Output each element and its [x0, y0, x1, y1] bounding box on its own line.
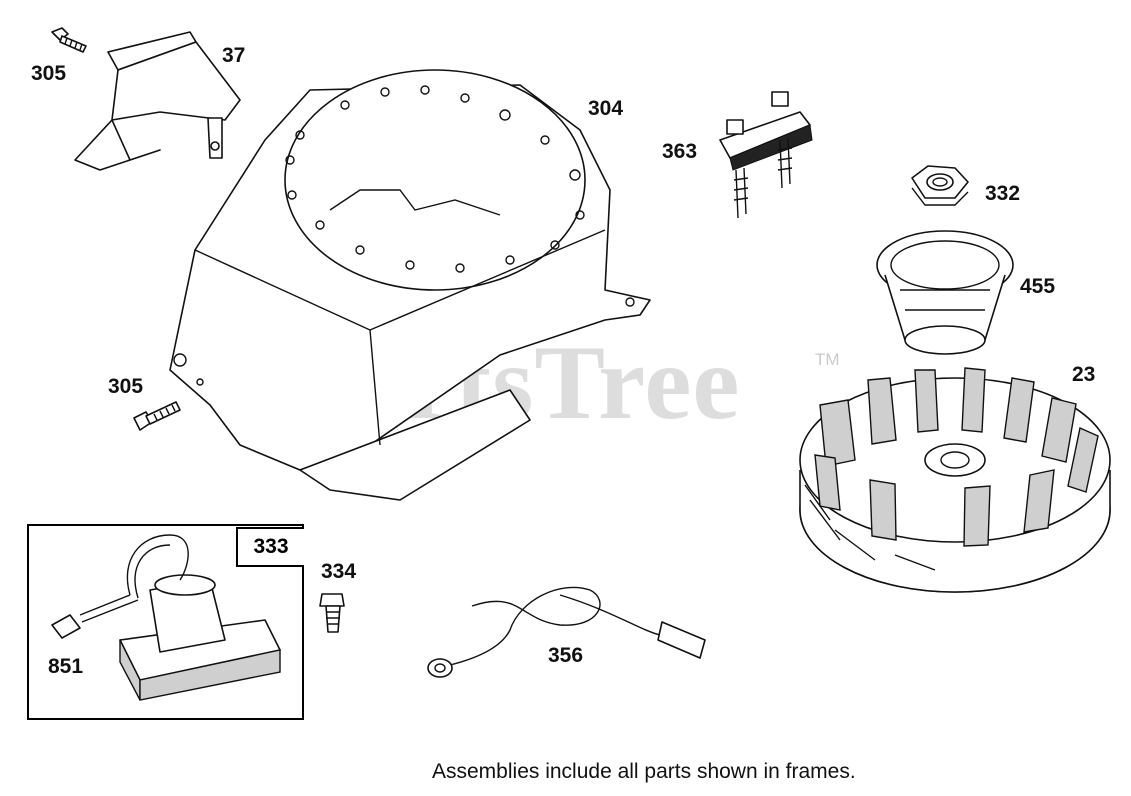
nut-332-part[interactable]	[911, 165, 969, 206]
bracket-363-part[interactable]	[719, 91, 813, 219]
frame-label-333[interactable]: 333	[236, 527, 304, 567]
screw-305-top-part[interactable]	[51, 27, 87, 53]
baffle-37-part[interactable]	[74, 31, 241, 171]
callout-305-left[interactable]: 305	[108, 375, 144, 398]
callout-356[interactable]: 356	[548, 644, 584, 667]
callout-37[interactable]: 37	[222, 44, 246, 67]
callout-332[interactable]: 332	[985, 182, 1021, 205]
callout-334[interactable]: 334	[321, 560, 357, 583]
screw-334-part[interactable]	[319, 593, 345, 633]
callout-304[interactable]: 304	[588, 97, 624, 120]
screw-305-left-part[interactable]	[133, 401, 181, 431]
footer-note: Assemblies include all parts shown in fr…	[432, 760, 856, 783]
callout-363[interactable]: 363	[662, 140, 698, 163]
watermark-trademark: TM	[815, 350, 840, 369]
wire-356-part[interactable]	[427, 586, 706, 678]
callout-455[interactable]: 455	[1020, 275, 1056, 298]
callout-23[interactable]: 23	[1072, 363, 1096, 386]
armature-851-part[interactable]	[51, 534, 281, 701]
cup-455-part[interactable]	[876, 230, 1014, 355]
callout-851[interactable]: 851	[48, 655, 84, 678]
callout-305-top[interactable]: 305	[31, 62, 67, 85]
flywheel-23-part[interactable]	[799, 367, 1111, 593]
blower-housing-304-part[interactable]	[169, 69, 651, 501]
assembly-frame	[27, 524, 304, 720]
